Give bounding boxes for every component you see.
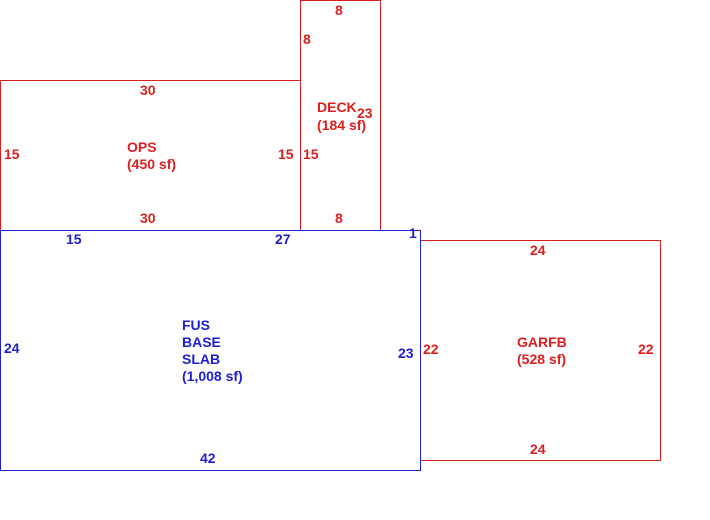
slab-area: (1,008 sf) [182,368,243,384]
deck-right-dimension: 23 [357,105,373,121]
slab-name-line-1: FUS [182,317,210,333]
ops-bottom-dimension: 30 [140,210,156,226]
ops-area: (450 sf) [127,156,176,172]
ops-top-dimension: 30 [140,82,156,98]
slab-top-right-dimension: 27 [275,231,291,247]
deck-name: DECK [317,99,357,115]
ops-right-dimension: 15 [278,146,294,162]
slab-corner-dimension: 1 [409,225,417,241]
deck-bottom-dimension: 8 [335,210,343,226]
deck-top-dimension: 8 [335,2,343,18]
deck-area: (184 sf) [317,117,366,133]
ops-left-dimension: 15 [4,146,20,162]
slab-name-line-2: BASE [182,334,221,350]
ops-name: OPS [127,139,157,155]
garfb-area: (528 sf) [517,351,566,367]
garfb-bottom-dimension: 24 [530,441,546,457]
slab-name-line-3: SLAB [182,351,220,367]
fus-base-slab-outline [0,230,421,471]
slab-left-dimension: 24 [4,340,20,356]
garfb-top-dimension: 24 [530,242,546,258]
slab-bottom-dimension: 42 [200,450,216,466]
deck-left-dimension: 15 [303,146,319,162]
slab-right-dimension: 23 [398,345,414,361]
garfb-right-dimension: 22 [638,341,654,357]
deck-left-upper-dimension: 8 [303,31,311,47]
slab-top-left-dimension: 15 [66,231,82,247]
garfb-name: GARFB [517,334,567,350]
garfb-left-dimension: 22 [423,341,439,357]
